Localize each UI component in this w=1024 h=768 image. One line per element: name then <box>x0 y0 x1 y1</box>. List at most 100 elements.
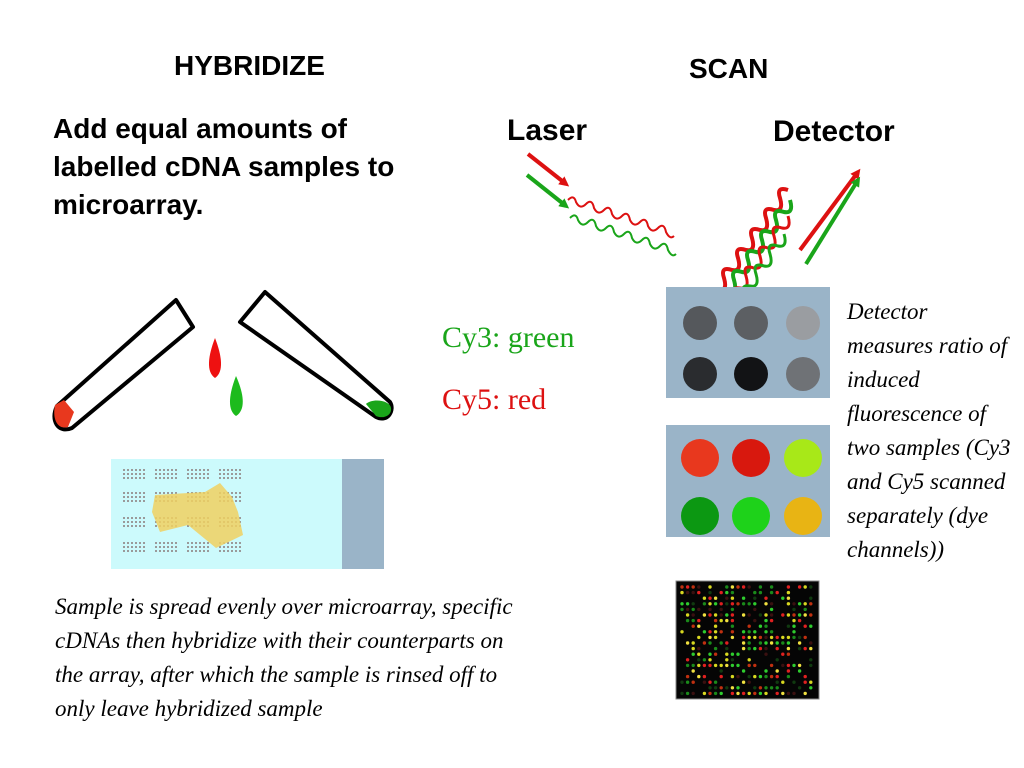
scan-speck <box>753 607 757 612</box>
scan-speck <box>708 590 712 595</box>
scan-speck <box>775 680 779 684</box>
slide-spot <box>143 521 145 523</box>
scan-speck <box>685 641 690 645</box>
grayscale-spot <box>734 357 768 391</box>
slide-spot <box>207 546 209 548</box>
scan-speck <box>747 613 751 617</box>
scan-speck <box>691 607 695 612</box>
scan-speck <box>769 663 774 668</box>
slide-spot <box>171 469 173 471</box>
slide-spot <box>139 542 141 544</box>
cy5-label: Cy5: red <box>442 383 547 416</box>
slide-spot <box>139 492 141 494</box>
scan-speck <box>786 596 791 600</box>
scan-speck <box>691 663 695 668</box>
scan-speck <box>753 691 757 696</box>
scan-speck <box>781 641 785 645</box>
scan-speck <box>797 663 802 668</box>
slide-spot <box>175 477 177 479</box>
slide-spot <box>123 525 125 527</box>
scan-speck <box>775 669 779 673</box>
scan-speck <box>758 635 763 640</box>
slide-spot <box>131 492 133 494</box>
slide-spot <box>239 546 241 548</box>
scan-speck <box>697 674 701 679</box>
slide-spot <box>155 469 157 471</box>
scan-speck <box>792 691 796 696</box>
slide-spot <box>123 542 125 544</box>
slide-spot <box>227 477 229 479</box>
scan-speck <box>764 618 768 623</box>
slide-spot <box>143 546 145 548</box>
slide-spot <box>235 542 237 544</box>
scan-speck <box>797 669 802 673</box>
scan-speck <box>719 607 723 612</box>
slide-spot <box>123 517 125 519</box>
scan-speck <box>730 585 735 589</box>
scan-speck <box>697 663 701 668</box>
scan-speck <box>685 658 690 662</box>
scan-speck <box>758 691 763 696</box>
slide-spot <box>203 546 205 548</box>
scan-speck <box>713 624 718 628</box>
slide-spot <box>135 469 137 471</box>
scan-speck <box>758 585 763 589</box>
grayscale-spot <box>683 357 717 391</box>
scan-speck <box>769 607 774 612</box>
slide-spot <box>187 492 189 494</box>
slide-spot <box>191 542 193 544</box>
scan-speck <box>797 635 802 640</box>
slide-spot <box>239 550 241 552</box>
scan-speck <box>769 686 774 690</box>
slide-spot <box>171 546 173 548</box>
slide-spot <box>239 492 241 494</box>
scan-speck <box>809 646 813 651</box>
slide-spot <box>203 477 205 479</box>
scan-speck <box>702 680 707 684</box>
scan-speck <box>797 641 802 645</box>
slide-spot <box>195 477 197 479</box>
scan-speck <box>719 630 723 634</box>
scan-speck <box>741 669 746 673</box>
scan-speck <box>685 602 690 606</box>
hybridize-title: HYBRIDIZE <box>174 50 325 81</box>
scan-speck <box>680 602 684 606</box>
scan-speck <box>702 658 707 662</box>
scan-speck <box>769 641 774 645</box>
slide-spot <box>135 525 137 527</box>
slide-spot <box>159 542 161 544</box>
slide-spot <box>171 550 173 552</box>
scan-speck <box>719 602 723 606</box>
scan-speck <box>769 635 774 640</box>
slide-spot <box>239 517 241 519</box>
slide-spot <box>135 521 137 523</box>
scan-speck <box>741 602 746 606</box>
slide-spot <box>127 492 129 494</box>
slide-spot <box>191 469 193 471</box>
slide-spot <box>123 500 125 502</box>
scan-speck <box>708 652 712 656</box>
slide-spot <box>127 473 129 475</box>
scan-speck <box>719 641 723 645</box>
scan-speck <box>702 641 707 645</box>
slide-spot <box>123 469 125 471</box>
scan-speck <box>691 618 695 623</box>
scan-speck <box>719 618 723 623</box>
scan-speck <box>803 602 807 606</box>
detector-arrow-red <box>798 168 861 252</box>
scan-speck <box>685 691 690 696</box>
scan-speck <box>792 607 796 612</box>
scan-speck <box>786 590 791 595</box>
slide-spot <box>235 496 237 498</box>
scan-speck <box>719 663 723 668</box>
color-spot <box>681 439 719 477</box>
slide-spot <box>199 546 201 548</box>
scan-speck <box>730 624 735 628</box>
slide-spot <box>167 550 169 552</box>
scan-speck <box>753 686 757 690</box>
scan-speck <box>753 596 757 600</box>
slide-spot <box>231 546 233 548</box>
scan-speck <box>758 624 763 628</box>
scan-speck <box>769 590 774 595</box>
scan-speck <box>719 590 723 595</box>
